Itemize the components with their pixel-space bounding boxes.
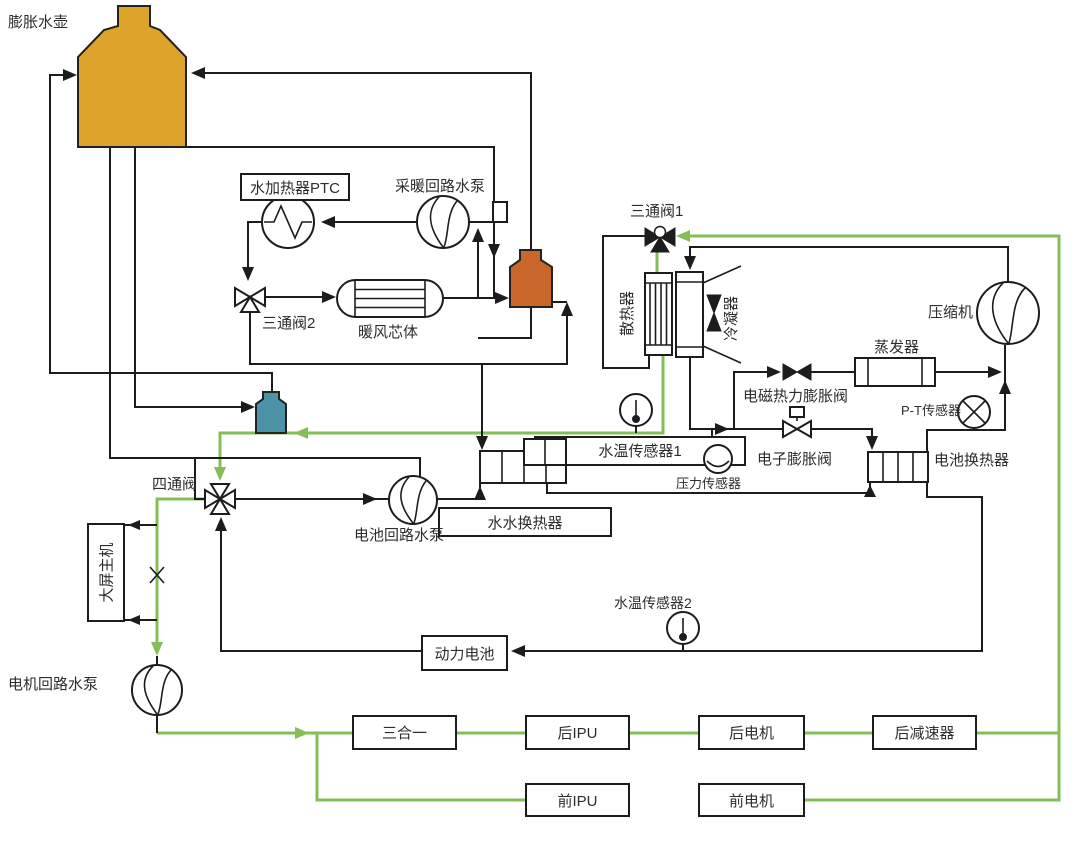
evaporator-label: 蒸发器 [874, 339, 920, 356]
condenser-symbol [675, 265, 742, 364]
pressure-sensor-symbol [703, 444, 733, 474]
manual-valve-icon [149, 566, 165, 584]
rear-ipu-box: 后IPU [525, 715, 630, 750]
water-temp-sensor-1-label: 水温传感器1 [598, 443, 681, 460]
rear-reducer-box: 后减速器 [872, 715, 977, 750]
rear-motor-box: 后电机 [698, 715, 805, 750]
motor-pump-label: 电机回路水泵 [8, 676, 99, 693]
water-water-heat-exchanger-labelbox: 水水换热器 [438, 507, 612, 537]
four-way-valve-label: 四通阀 [152, 476, 198, 493]
em-expansion-valve-symbol [782, 363, 812, 381]
motor-pump-symbol [131, 664, 183, 716]
three-way-valve-2-label: 三通阀2 [262, 315, 316, 332]
electronic-expansion-valve-symbol [782, 406, 812, 439]
thermometer-2-icon [666, 611, 700, 645]
four-way-valve-symbol [204, 483, 236, 515]
power-battery-box: 动力电池 [421, 635, 508, 671]
pt-sensor-symbol [957, 395, 991, 429]
evaporator-symbol [854, 357, 936, 387]
compressor-symbol [976, 281, 1040, 345]
water-temp-sensor-2-label: 水温传感器2 [614, 595, 692, 611]
three-in-one-box: 三合一 [352, 715, 457, 750]
heater-core-label: 暖风芯体 [358, 324, 419, 341]
expansion-tank-label: 膨胀水壶 [8, 14, 69, 31]
reservoir-bottle-blue-symbol [255, 391, 287, 434]
battery-heat-exchanger-label: 电池换热器 [934, 452, 1010, 469]
radiator-label: 散热器 [619, 290, 637, 336]
battery-heat-exchanger-symbol [867, 451, 929, 483]
electronic-expansion-valve-label: 电子膨胀阀 [757, 451, 833, 468]
condenser-label: 冷凝器 [723, 295, 741, 341]
big-screen-host-label: 大屏主机 [98, 542, 116, 603]
thermometer-1-icon [619, 393, 653, 427]
front-ipu-box: 前IPU [525, 783, 630, 817]
battery-pump-symbol [388, 475, 438, 525]
em-expansion-valve-label: 电磁热力膨胀阀 [743, 388, 849, 405]
coolant-loop-pipes [155, 234, 1061, 802]
degas-bottle-orange-symbol [509, 249, 553, 308]
heater-core-symbol [336, 279, 444, 318]
condenser-fan-icon [706, 294, 722, 332]
three-way-valve-1-symbol [644, 225, 676, 253]
ptc-heater-symbol [261, 195, 315, 249]
heating-pump-symbol [416, 195, 508, 249]
water-water-heat-exchanger-symbol [479, 438, 567, 484]
flow-arrows [63, 67, 1011, 739]
three-way-valve-1-label: 三通阀1 [630, 203, 684, 220]
three-way-valve-2-symbol [234, 286, 266, 313]
battery-pump-label: 电池回路水泵 [354, 527, 445, 544]
ptc-heater-labelbox: 水加热器PTC [240, 173, 350, 201]
compressor-label: 压缩机 [928, 304, 974, 321]
big-screen-host-box: 大屏主机 [87, 523, 125, 622]
front-motor-box: 前电机 [698, 783, 805, 817]
heating-pump-label: 采暖回路水泵 [395, 178, 486, 195]
pt-sensor-label: P-T传感器 [901, 403, 961, 418]
expansion-tank-symbol [77, 5, 187, 148]
pressure-sensor-label: 压力传感器 [676, 476, 742, 491]
radiator-symbol [644, 272, 673, 356]
